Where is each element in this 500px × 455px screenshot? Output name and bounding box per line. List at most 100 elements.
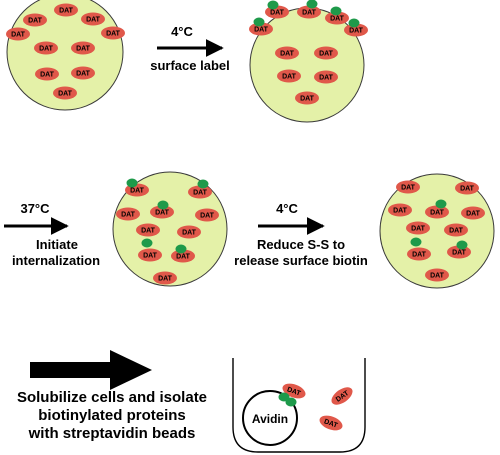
dat-label: DAT <box>28 18 43 25</box>
dat-protein: DAT <box>249 22 273 36</box>
dat-ellipse <box>101 26 125 40</box>
dat-label: DAT <box>76 71 91 78</box>
dat-protein: DAT <box>177 225 201 239</box>
biotin-tag <box>330 6 342 16</box>
dat-ellipse <box>35 67 59 81</box>
biotin-tag <box>175 244 187 254</box>
dat-label: DAT <box>466 211 481 218</box>
bead-label: Avidin <box>252 412 288 426</box>
dat-protein: DAT <box>136 223 160 237</box>
biotin-tag <box>410 237 422 247</box>
biotin-tag <box>126 178 138 188</box>
dat-protein: DAT <box>71 41 95 55</box>
step3-action-line2: release surface biotin <box>234 253 368 268</box>
dat-ellipse <box>177 225 201 239</box>
dat-label: DAT <box>430 210 445 217</box>
step2-temperature: 37°C <box>20 201 50 216</box>
dat-ellipse <box>406 221 430 235</box>
step3-action-line1: Reduce S-S to <box>257 237 345 252</box>
step1-action: surface label <box>150 58 230 73</box>
dat-label: DAT <box>121 212 136 219</box>
dat-protein: DAT <box>297 5 321 19</box>
dat-label: DAT <box>319 75 334 82</box>
biotin-tag <box>253 17 265 27</box>
dat-label: DAT <box>59 8 74 15</box>
dat-label: DAT <box>254 27 269 34</box>
dat-ellipse <box>116 207 140 221</box>
dat-ellipse <box>249 22 273 36</box>
dat-protein: DAT <box>425 268 449 282</box>
dat-label: DAT <box>323 418 339 430</box>
dat-ellipse <box>297 5 321 19</box>
dat-protein: DAT <box>295 91 319 105</box>
biotin-tag <box>435 199 447 209</box>
dat-label: DAT <box>182 230 197 237</box>
step3-temperature: 4°C <box>276 201 298 216</box>
dat-label: DAT <box>158 276 173 283</box>
dat-ellipse <box>314 70 338 84</box>
dat-ellipse <box>444 223 468 237</box>
dat-protein: DAT <box>150 205 174 219</box>
dat-ellipse <box>461 206 485 220</box>
dat-label: DAT <box>393 208 408 215</box>
dat-ellipse <box>150 205 174 219</box>
dat-ellipse <box>455 181 479 195</box>
collection-tube <box>232 358 366 453</box>
dat-ellipse <box>388 203 412 217</box>
arrow-solubilize <box>30 350 152 390</box>
dat-ellipse <box>136 223 160 237</box>
dat-ellipse <box>277 69 301 83</box>
dat-protein: DAT <box>388 203 412 217</box>
dat-label: DAT <box>349 28 364 35</box>
dat-ellipse <box>153 271 177 285</box>
dat-ellipse <box>295 91 319 105</box>
biotin-tag <box>306 0 318 9</box>
dat-label: DAT <box>143 253 158 260</box>
dat-label: DAT <box>76 46 91 53</box>
step4-line2: biotinylated proteins <box>38 407 186 424</box>
dat-label: DAT <box>58 91 73 98</box>
dat-label: DAT <box>155 210 170 217</box>
cell-membrane <box>379 173 495 289</box>
dat-ellipse <box>275 46 299 60</box>
dat-ellipse <box>425 268 449 282</box>
dat-protein: DAT <box>325 11 349 25</box>
dat-ellipse <box>407 247 431 261</box>
dat-ellipse <box>23 13 47 27</box>
dat-label: DAT <box>286 386 302 398</box>
dat-protein: DAT <box>461 206 485 220</box>
dat-protein: DAT <box>277 69 301 83</box>
dat-protein: DAT <box>425 205 449 219</box>
dat-label: DAT <box>452 250 467 257</box>
dat-label: DAT <box>449 228 464 235</box>
dat-label: DAT <box>280 51 295 58</box>
dat-label: DAT <box>39 46 54 53</box>
dat-protein: DAT <box>171 249 195 263</box>
dat-label: DAT <box>412 252 427 259</box>
dat-ellipse <box>319 415 343 431</box>
cell-membrane <box>6 0 124 111</box>
dat-label: DAT <box>40 72 55 79</box>
dat-label: DAT <box>411 226 426 233</box>
cell-unlabeled <box>6 0 124 111</box>
dat-ellipse <box>425 205 449 219</box>
dat-label: DAT <box>176 254 191 261</box>
dat-protein: DAT <box>331 387 353 405</box>
dat-protein: DAT <box>195 208 219 222</box>
biotin-tag <box>285 397 297 407</box>
dat-label: DAT <box>200 213 215 220</box>
biotin-tag <box>456 240 468 250</box>
dat-label: DAT <box>193 190 208 197</box>
biotin-tag <box>141 238 153 248</box>
dat-ellipse <box>53 86 77 100</box>
step2-action-line1: Initiate <box>36 237 78 252</box>
dat-ellipse <box>344 23 368 37</box>
step4-line1: Solubilize cells and isolate <box>17 389 207 406</box>
dat-protein: DAT <box>138 248 162 262</box>
dat-label: DAT <box>460 186 475 193</box>
dat-protein: DAT <box>53 86 77 100</box>
dat-protein: DAT <box>54 3 78 17</box>
dat-ellipse <box>325 11 349 25</box>
dat-label: DAT <box>401 185 416 192</box>
